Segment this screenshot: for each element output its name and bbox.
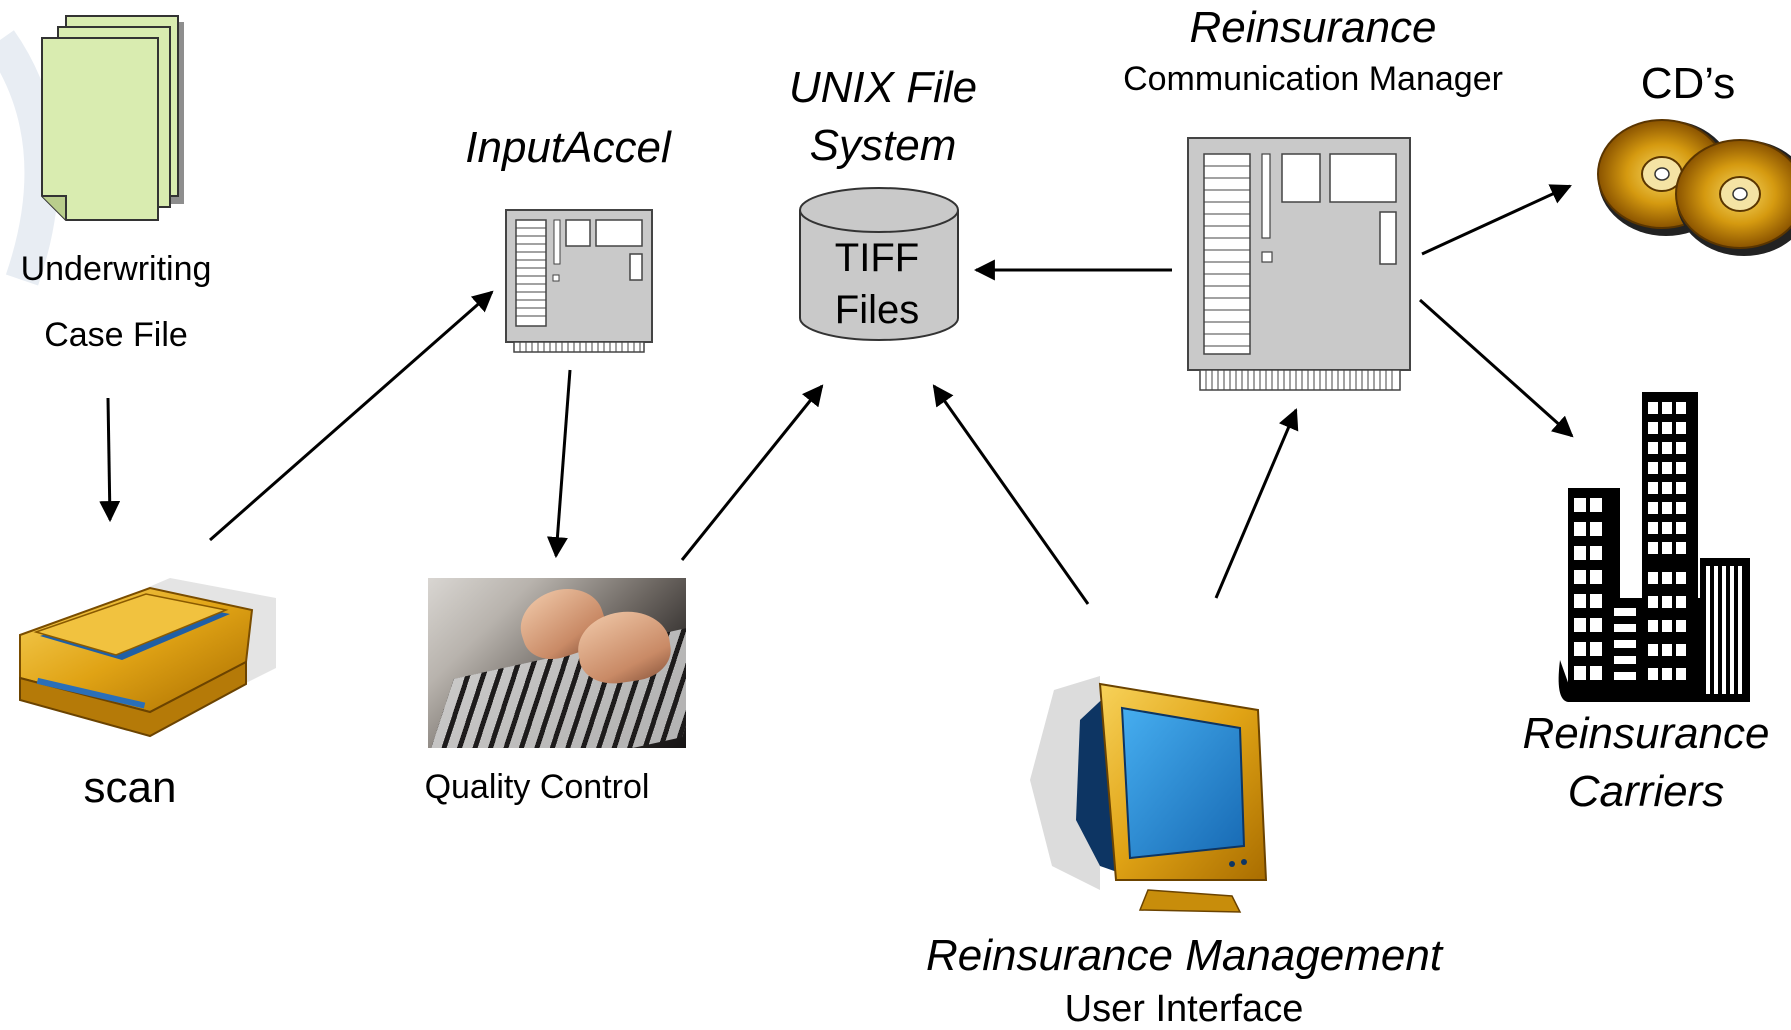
arrow-inputaccel-to-qc — [546, 369, 572, 559]
quality-control-photo — [428, 578, 686, 748]
background-swoosh — [0, 30, 59, 286]
scanner-icon — [19, 578, 276, 738]
cds-icon — [1597, 119, 1791, 256]
carriers-buildings-icon — [1558, 392, 1750, 702]
arrow-commmgr-to-carriers — [1418, 298, 1574, 438]
flow-arrows — [99, 184, 1574, 605]
arrow-commmgr-to-cds — [1421, 184, 1572, 256]
arrow-mgmt-to-unix — [932, 384, 1090, 605]
input-accel-server-icon — [505, 209, 653, 353]
communication-manager-server-icon — [1187, 137, 1411, 391]
arrow-scan-to-inputaccel — [209, 290, 494, 542]
arrow-qc-to-unix — [680, 384, 824, 561]
arrow-casefile-to-scan — [99, 397, 121, 523]
case-file-icon — [41, 15, 184, 221]
tiff-files-database-icon — [799, 187, 959, 341]
management-ui-monitor-icon — [1030, 676, 1268, 913]
arrow-mgmt-to-commmgr — [1214, 408, 1299, 599]
